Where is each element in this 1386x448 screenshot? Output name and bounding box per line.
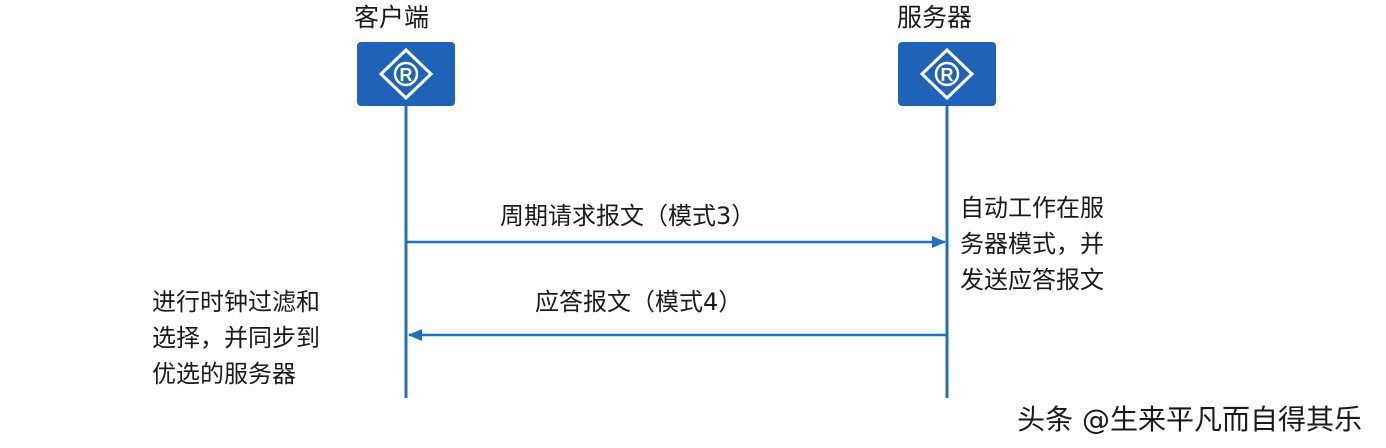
server-router-icon: R [898, 42, 996, 106]
server-note: 自动工作在服 务器模式，并 发送应答报文 [960, 194, 1104, 294]
svg-text:R: R [400, 65, 413, 85]
watermark-text: 头条 @生来平凡而自得其乐 [1017, 403, 1362, 436]
response-label: 应答报文（模式4） [535, 288, 743, 316]
client-note: 进行时钟过滤和 选择，并同步到 优选的服务器 [152, 288, 320, 388]
server-title: 服务器 [897, 3, 973, 32]
client-router-icon: R [357, 42, 455, 106]
request-label: 周期请求报文（模式3） [500, 202, 756, 230]
client-title: 客户端 [354, 3, 430, 32]
svg-text:R: R [941, 65, 954, 85]
